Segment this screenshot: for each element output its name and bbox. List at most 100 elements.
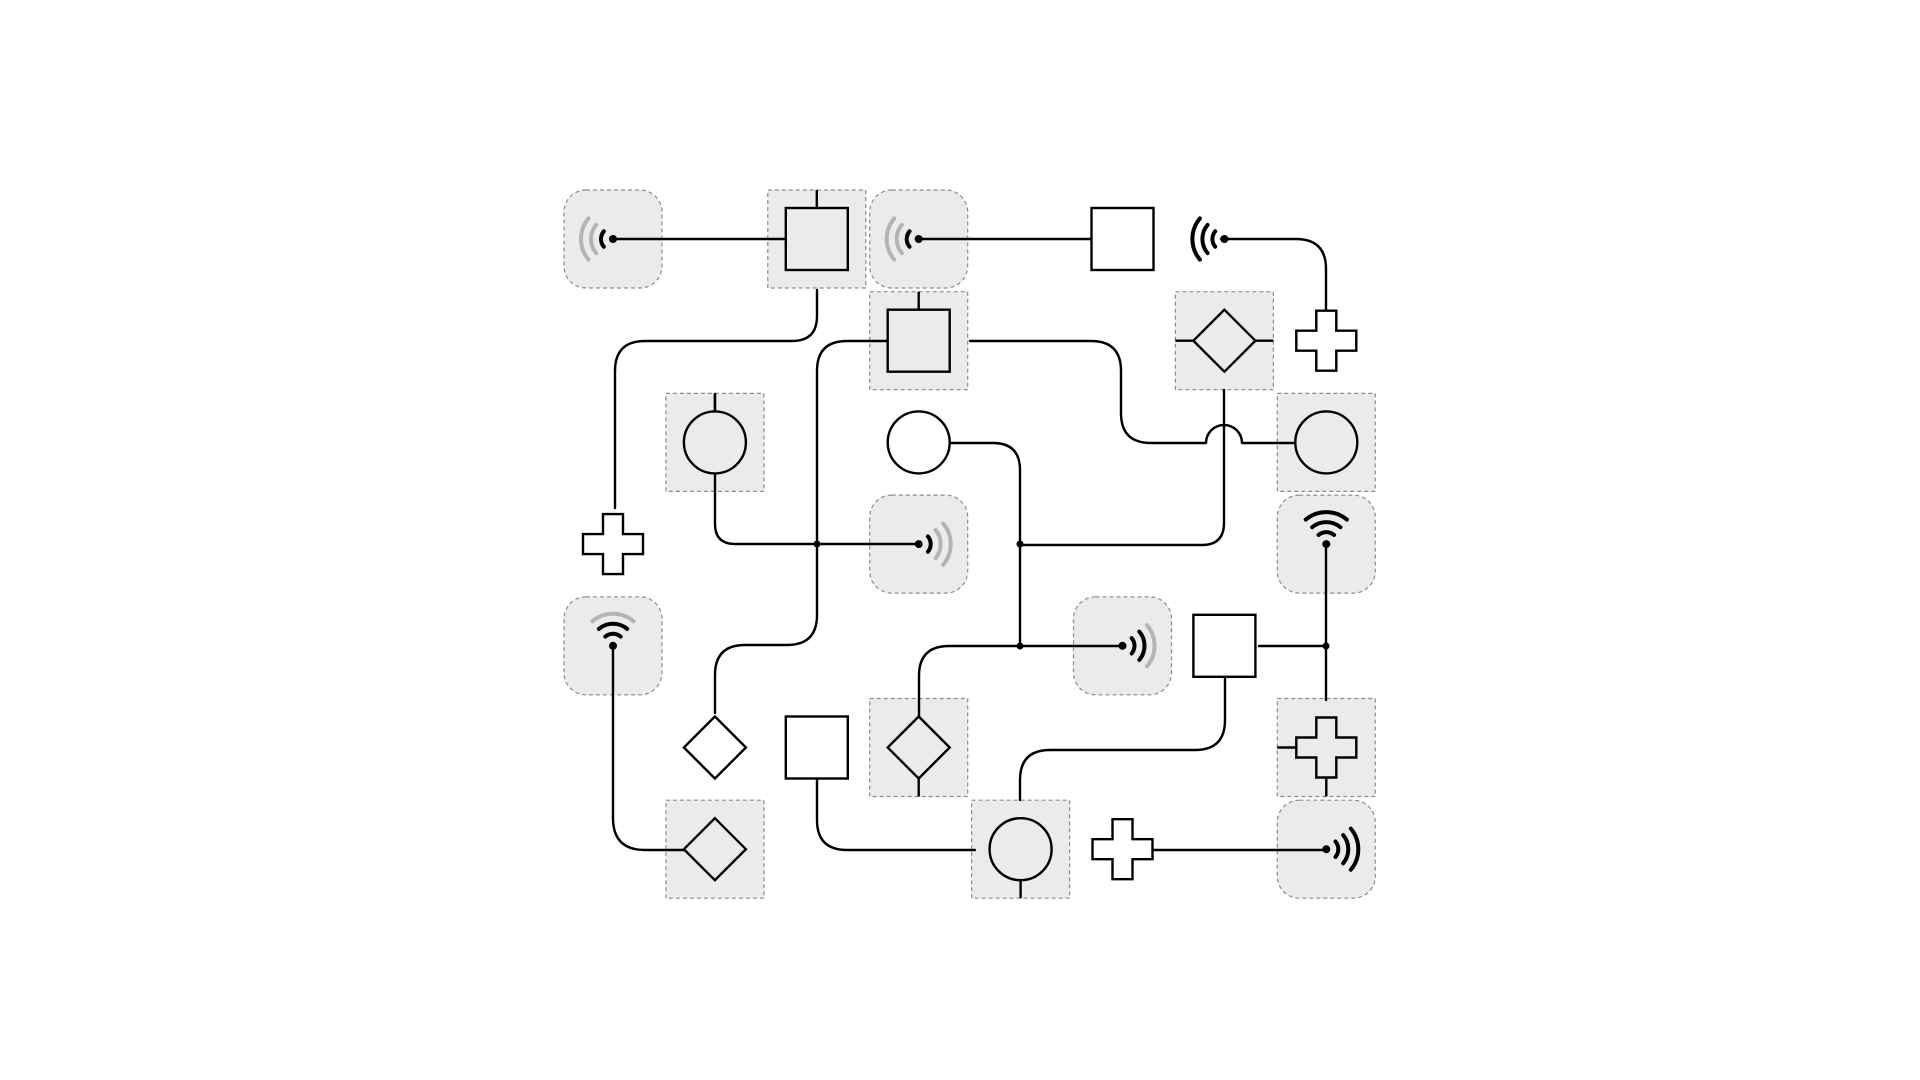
cross-node[interactable] [1295,309,1358,372]
signal-wave [1145,623,1157,669]
wire-junction [1016,540,1024,548]
cross-node[interactable] [581,512,645,576]
signal-wave [925,534,933,554]
circle-icon [988,817,1053,882]
cross-icon [581,512,645,576]
signal-source-dot [914,540,923,549]
signal-wave [933,527,943,561]
wire [968,339,1301,445]
circle-node[interactable] [988,817,1053,899]
diamond-node[interactable] [682,714,748,781]
wifi-signal-icon [884,216,912,262]
signal-wave [1316,530,1337,537]
signal-source-dot [1118,641,1127,650]
square-icon [1090,206,1155,272]
wire [1219,237,1328,320]
square-icon [886,308,951,373]
square-node[interactable] [784,190,849,272]
signal-wave [603,631,623,639]
signal-wave [590,611,636,624]
wire [947,441,1122,648]
signal-wave [904,229,912,249]
wire [1018,676,1227,802]
signal-source-dot [1220,235,1229,243]
square-node[interactable] [886,291,951,373]
signal-wave [1348,826,1361,872]
signal-source-dot [1322,845,1331,854]
cross-node[interactable] [1091,818,1154,881]
cross-icon [1295,716,1358,779]
wire [713,392,922,546]
wifi-signal-icon [590,611,636,639]
transmitter-node[interactable] [914,521,953,567]
wifi-signal-icon [1190,216,1218,262]
circle-icon [1294,410,1359,475]
signal-wave [1341,833,1351,866]
transmitter-node[interactable] [1118,623,1157,669]
wifi-signal-icon [925,521,953,567]
transmitter-node[interactable] [1303,510,1349,549]
signal-wave [1190,216,1202,262]
transmitter-node[interactable] [884,216,923,262]
signal-wave [1303,510,1349,522]
circle-icon [682,410,748,475]
diamond-node[interactable] [682,816,748,882]
signal-wave [1129,636,1137,656]
signal-wave [1333,839,1341,859]
signal-wave [1310,520,1343,530]
wire [611,643,697,852]
signal-source-dot [609,235,617,243]
wifi-signal-icon [1333,826,1361,872]
signal-source-dot [609,641,617,650]
circle-node[interactable] [886,410,951,475]
signal-wave [599,229,606,249]
signal-wave [1210,229,1218,249]
diamond-node[interactable] [1175,308,1274,374]
cross-icon [1295,309,1358,372]
wires-layer [611,237,1330,852]
signal-wave [884,216,897,262]
wire [713,339,921,715]
transmitter-node[interactable] [590,611,636,650]
diamond-icon [682,816,748,882]
square-icon [784,715,849,780]
square-icon [1192,613,1257,678]
diamond-node[interactable] [886,714,952,797]
signal-wave [1137,629,1147,662]
signal-wave [894,222,904,256]
signal-wave [579,216,591,262]
circle-node[interactable] [682,393,748,475]
signal-source-dot [1322,540,1331,549]
cross-icon [1091,818,1154,881]
signal-source-dot [914,235,923,243]
diamond-icon [682,714,748,781]
tiles-layer [563,189,1376,899]
diamond-icon [1191,308,1258,374]
signal-wave [596,621,630,631]
wifi-signal-icon [1303,510,1349,537]
diamond-icon [886,714,952,781]
cross-node[interactable] [1277,716,1358,797]
signal-wave [1200,222,1210,256]
square-icon [784,206,849,272]
transmitter-node[interactable] [1322,826,1361,872]
wire [1018,388,1226,547]
signal-wave [941,521,953,567]
square-node[interactable] [784,715,849,780]
wire-junction [1322,642,1330,650]
circle-node[interactable] [1294,410,1359,475]
wifi-signal-icon [579,216,606,262]
square-node[interactable] [1090,206,1155,272]
wire-junction [813,540,821,548]
wire [917,644,1022,750]
wire [815,774,977,852]
wire-junction [1016,642,1024,650]
wire [613,288,819,510]
nodes-layer [579,190,1361,899]
wifi-signal-icon [1129,623,1157,669]
transmitter-node[interactable] [579,216,617,262]
signal-wave [589,222,599,256]
square-node[interactable] [1192,613,1257,678]
transmitter-node[interactable] [1190,216,1229,262]
